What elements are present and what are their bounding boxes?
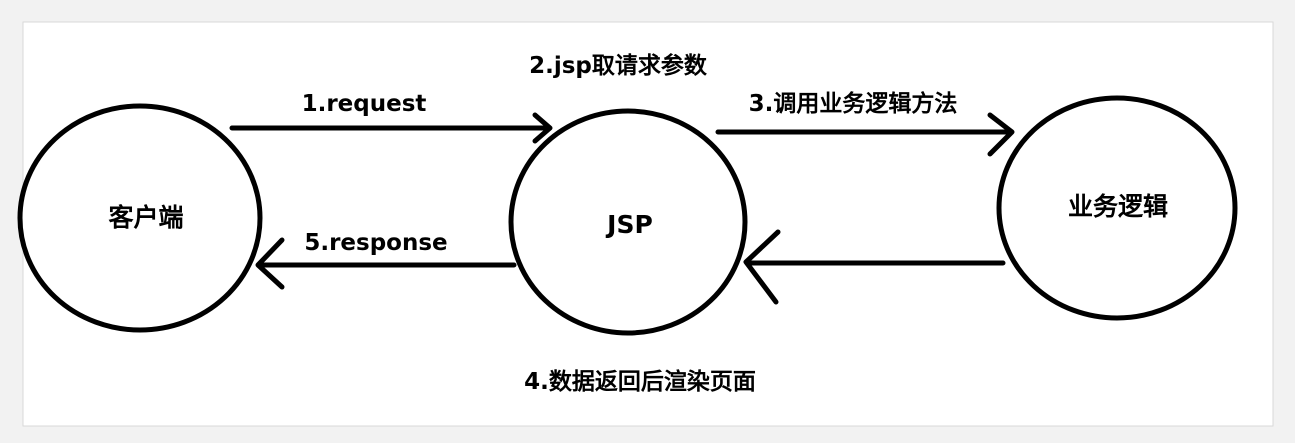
jsp-label: JSP [605,210,653,239]
nodes [17,95,1238,336]
render-page-label: 4.数据返回后渲染页面 [524,368,756,395]
arrows [229,112,1015,305]
client-node [17,103,263,333]
business-method-label: 3.调用业务逻辑方法 [749,90,958,117]
response-arrow [255,237,517,290]
request-label: 1.request [302,91,427,117]
logic-node [996,95,1238,321]
logic-label: 业务逻辑 [1068,192,1168,221]
response-label: 5.response [304,230,447,256]
return-arrow [743,229,1006,305]
jsp-param-label: 2.jsp取请求参数 [529,52,708,79]
jsp-node [508,108,748,336]
logic-call-arrow [715,112,1015,157]
client-label: 客户端 [108,203,183,232]
request-arrow [229,112,553,144]
